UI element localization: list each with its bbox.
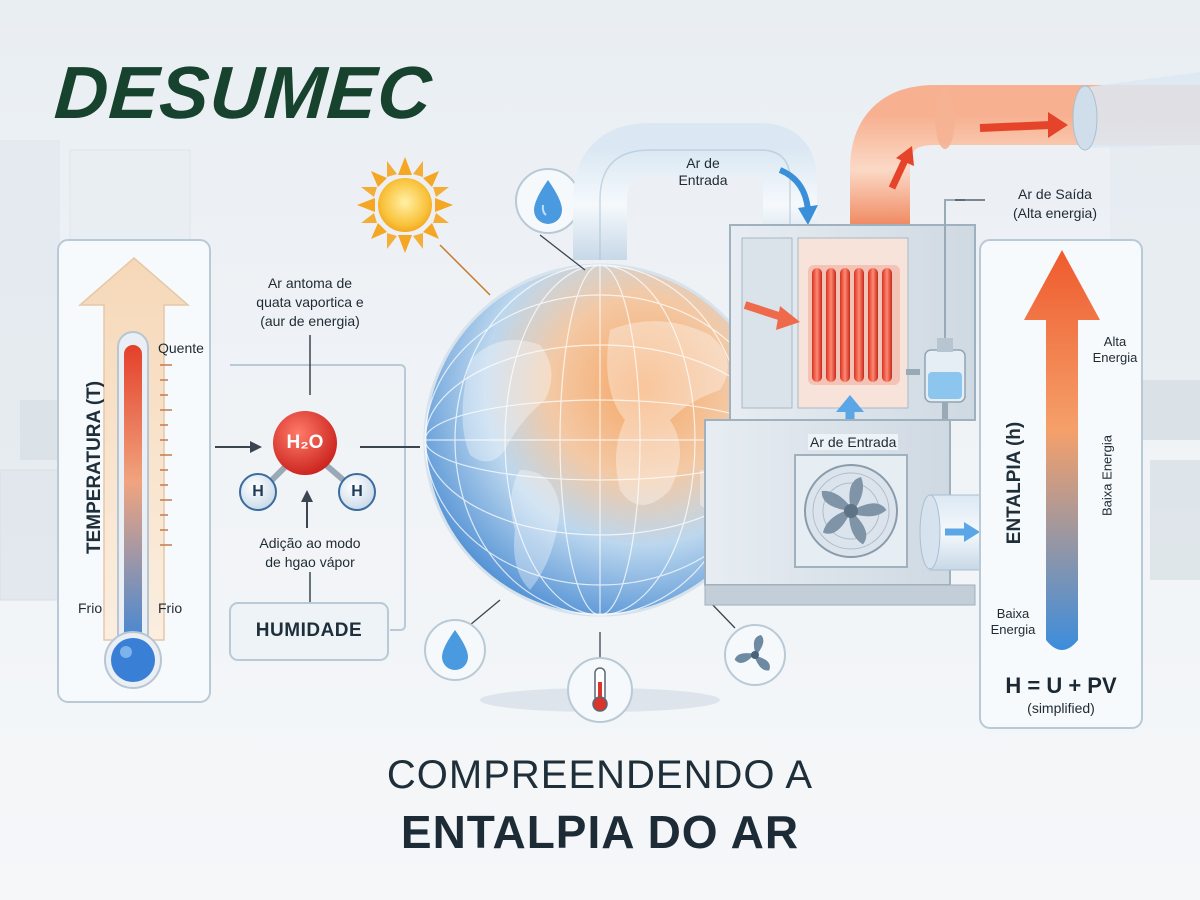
molecule-oxygen-label: H₂O — [286, 432, 324, 453]
hydrogen-atom-left — [239, 473, 277, 511]
humidity-annotation-bottom: Adição ao modo de hgao vápor — [230, 534, 390, 572]
temperature-cold-label-right: Frio — [158, 600, 183, 616]
humidity-annotation-bottom-line2: de hgao vápor — [265, 554, 355, 570]
temperature-panel — [57, 239, 211, 703]
fan-icon — [724, 624, 786, 686]
brand-logo: DESUMEC — [52, 51, 435, 134]
enthalpy-mid-vertical-label: Baixa Energia — [1099, 435, 1115, 516]
outlet-label-line1: Ar de Saída — [1018, 186, 1092, 202]
heating-coil — [808, 265, 900, 385]
oxygen-atom — [273, 411, 337, 475]
sun-icon — [357, 157, 453, 253]
page-title-line1: COMPREENDENDO A — [386, 753, 814, 797]
molecule-hydrogen-left-label: H — [252, 483, 264, 500]
page-title-line2: ENTALPIA DO AR — [400, 806, 800, 858]
inlet-mid-label: Ar de Entrada — [808, 434, 899, 450]
humidity-box-label: HUMIDADE — [255, 620, 363, 641]
enthalpy-high-label-line1: Alta — [1103, 334, 1127, 349]
outlet-label: Ar de Saída (Alta energia) — [990, 185, 1120, 223]
temperature-cold-label-left: Frio — [78, 600, 103, 616]
inlet-top-label: Ar de Entrada — [668, 155, 738, 189]
humidity-annotation-top-line1: Ar antoma de — [267, 275, 353, 291]
enthalpy-low-label: Baixa Energia — [984, 606, 1042, 638]
temperature-axis-label: TEMPERATURA (T) — [84, 380, 105, 554]
molecule-hydrogen-right-label: H — [351, 483, 363, 500]
inlet-top-label-line1: Ar de — [686, 155, 720, 171]
outlet-label-line2: (Alta energia) — [1012, 205, 1098, 221]
water-drop-icon — [515, 168, 581, 234]
enthalpy-low-label-line2: Energia — [990, 622, 1036, 637]
humidity-annotation-top: Ar antoma de quata vaportica e (aur de e… — [230, 274, 390, 331]
enthalpy-high-label-line2: Energia — [1092, 350, 1138, 365]
enthalpy-panel — [979, 239, 1143, 729]
enthalpy-formula: H = U + PV — [1005, 673, 1117, 698]
enthalpy-low-label-line1: Baixa — [996, 606, 1030, 621]
humidity-annotation-top-line3: (aur de energia) — [260, 313, 360, 329]
temperature-hot-label: Quente — [158, 340, 204, 356]
enthalpy-high-label: Alta Energia — [1090, 334, 1140, 366]
inlet-top-label-line2: Entrada — [678, 172, 728, 188]
enthalpy-axis-label: ENTALPIA (h) — [1004, 421, 1025, 545]
enthalpy-formula-note: (simplified) — [1027, 700, 1095, 716]
fan-grille — [804, 464, 898, 558]
humidity-group — [215, 335, 420, 661]
water-drop-icon — [424, 619, 486, 681]
hydrogen-atom-right — [338, 473, 376, 511]
humidity-annotation-top-line2: quata vaportica e — [256, 294, 364, 310]
thermometer-icon — [567, 657, 633, 723]
globe-illustration — [423, 263, 777, 712]
hvac-machine — [573, 72, 1200, 606]
humidity-annotation-bottom-line1: Adição ao modo — [259, 535, 361, 551]
